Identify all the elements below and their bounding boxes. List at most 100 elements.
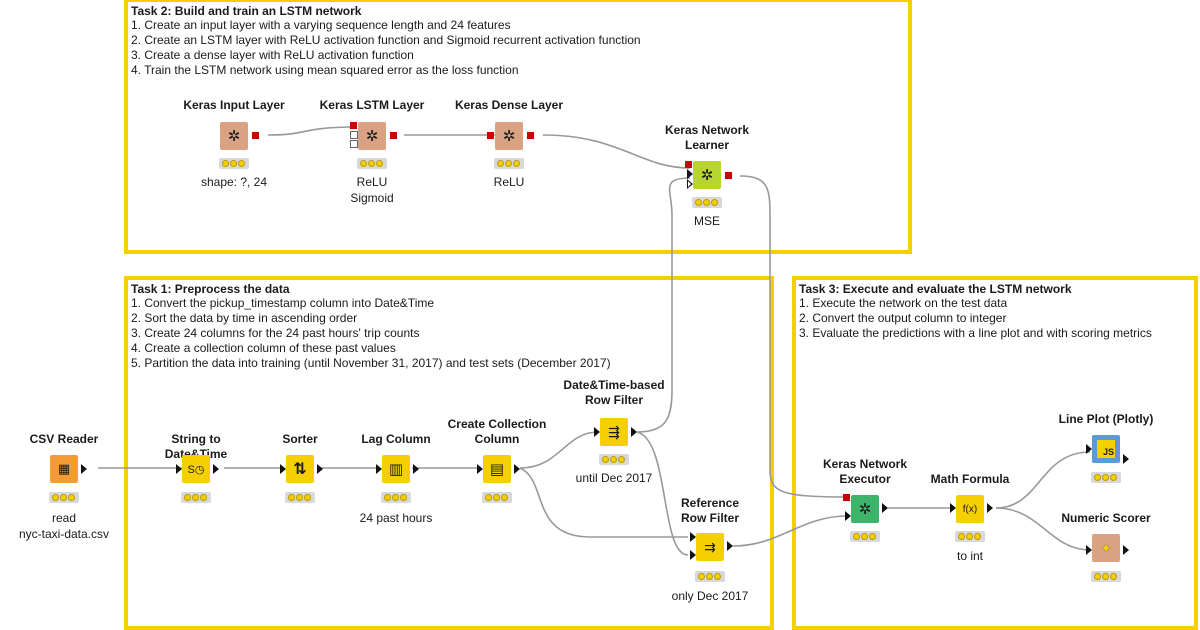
status-lights [357, 158, 387, 169]
input-port[interactable] [690, 550, 696, 560]
output-port[interactable] [514, 464, 520, 474]
node-title: Sorter [282, 432, 318, 446]
node-title: Reference Row Filter [680, 496, 740, 525]
output-port[interactable] [1123, 454, 1129, 464]
annotation-line: 4. Create a collection column of these p… [131, 341, 396, 355]
annotation-line: 3. Create 24 columns for the 24 past hou… [131, 326, 420, 340]
annotation-line: 2. Convert the output column to integer [799, 311, 1007, 325]
table-read-icon[interactable]: ▦ [50, 455, 78, 483]
model-input-port[interactable] [487, 132, 494, 139]
output-port[interactable] [882, 503, 888, 513]
input-port[interactable] [687, 179, 693, 189]
annotation-line: 4. Train the LSTM network using mean squ… [131, 63, 519, 77]
node-title: String to Date&Time [164, 432, 228, 461]
input-port[interactable] [477, 464, 483, 474]
output-port[interactable] [317, 464, 323, 474]
scorer-icon[interactable]: ✦ [1092, 534, 1120, 562]
node-label: 24 past hours [359, 511, 433, 525]
annotation-title: Task 3: Execute and evaluate the LSTM ne… [799, 282, 1072, 296]
reference-filter-icon[interactable]: ⇉ [696, 533, 724, 561]
annotation-line: 1. Execute the network on the test data [799, 296, 1008, 310]
neural-net-icon[interactable]: ✲ [851, 495, 879, 523]
annotation-line: 2. Sort the data by time in ascending or… [131, 311, 358, 325]
neural-net-icon[interactable]: ✲ [358, 122, 386, 150]
connection [519, 431, 599, 469]
status-lights [850, 531, 880, 542]
output-port[interactable] [1123, 545, 1129, 555]
input-port[interactable] [176, 464, 182, 474]
status-lights [482, 492, 512, 503]
node-title: Numeric Scorer [1061, 511, 1151, 525]
input-port[interactable] [1086, 545, 1092, 555]
optional-input-port[interactable] [350, 131, 358, 139]
model-output-port[interactable] [252, 132, 259, 139]
input-port[interactable] [687, 169, 693, 179]
annotation-title: Task 1: Preprocess the data [131, 282, 290, 296]
optional-input-port[interactable] [350, 140, 358, 148]
annotation-line: 1. Convert the pickup_timestamp column i… [131, 296, 435, 310]
input-port[interactable] [845, 511, 851, 521]
collection-icon[interactable]: ▤ [483, 455, 511, 483]
node-title: Keras Input Layer [183, 98, 285, 112]
neural-net-icon[interactable]: ✲ [693, 161, 721, 189]
model-output-port[interactable] [390, 132, 397, 139]
node-label: to int [956, 549, 983, 563]
node-title: Create Collection Column [447, 417, 547, 446]
input-port[interactable] [376, 464, 382, 474]
output-port[interactable] [213, 464, 219, 474]
connection [732, 515, 849, 547]
status-lights [955, 531, 985, 542]
input-port[interactable] [1086, 444, 1092, 454]
node-title: Lag Column [361, 432, 431, 446]
neural-net-icon[interactable]: ✲ [220, 122, 248, 150]
input-port[interactable] [690, 532, 696, 542]
model-input-port[interactable] [350, 122, 357, 129]
status-lights [692, 197, 722, 208]
sort-arrows-icon[interactable]: ⇅ [286, 455, 314, 483]
node-label: read nyc-taxi-data.csv [18, 511, 110, 541]
neural-net-icon[interactable]: ✲ [495, 122, 523, 150]
status-lights [599, 454, 629, 465]
node-label: shape: ?, 24 [200, 175, 268, 189]
lag-column-icon[interactable]: ▥ [382, 455, 410, 483]
js-view-icon[interactable]: JS [1092, 435, 1120, 463]
status-lights [494, 158, 524, 169]
output-port[interactable] [413, 464, 419, 474]
node-title: Line Plot (Plotly) [1058, 412, 1154, 426]
model-input-port[interactable] [843, 494, 850, 501]
annotation-line: 2. Create an LSTM layer with ReLU activa… [131, 33, 641, 47]
model-output-port[interactable] [725, 172, 732, 179]
output-port[interactable] [727, 541, 733, 551]
output-port[interactable] [81, 464, 87, 474]
status-lights [1091, 571, 1121, 582]
connection [995, 507, 1091, 551]
annotation-line: 1. Create an input layer with a varying … [131, 18, 511, 32]
model-output-port[interactable] [527, 132, 534, 139]
input-port[interactable] [280, 464, 286, 474]
model-input-port[interactable] [685, 161, 692, 168]
node-label: until Dec 2017 [575, 471, 653, 485]
input-port[interactable] [950, 503, 956, 513]
node-title: Date&Time-based Row Filter [563, 378, 665, 407]
annotation-task1: Task 1: Preprocess the data 1. Convert t… [124, 276, 774, 630]
clock-convert-icon[interactable]: S◷ [182, 455, 210, 483]
node-title: Math Formula [930, 472, 1010, 486]
filter-clock-icon[interactable]: ⇶ [600, 418, 628, 446]
annotation-line: 3. Create a dense layer with ReLU activa… [131, 48, 414, 62]
status-lights [285, 492, 315, 503]
connection [739, 175, 849, 498]
input-port[interactable] [594, 427, 600, 437]
status-lights [695, 571, 725, 582]
output-port[interactable] [987, 503, 993, 513]
connection [636, 431, 689, 556]
output-port[interactable] [631, 427, 637, 437]
formula-icon[interactable]: f(x) [956, 495, 984, 523]
status-lights [1091, 472, 1121, 483]
status-lights [381, 492, 411, 503]
connection [636, 177, 691, 433]
status-lights [219, 158, 249, 169]
connection [542, 134, 691, 169]
annotation-title: Task 2: Build and train an LSTM network [131, 4, 362, 18]
node-label: ReLU Sigmoid [350, 175, 394, 205]
